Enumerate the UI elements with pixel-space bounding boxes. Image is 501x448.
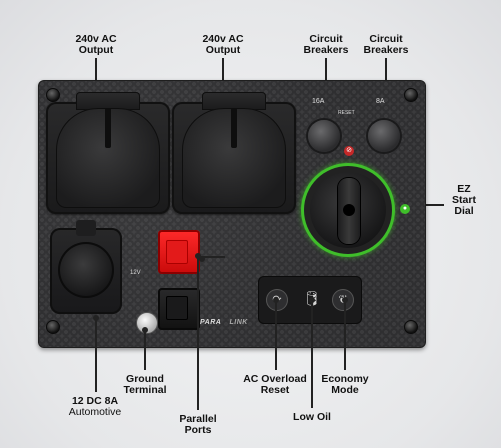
callout-eco-line2: Mode	[331, 384, 359, 396]
callout-oil-line1: Low Oil	[293, 411, 331, 423]
callout-breaker-right-line2: Breakers	[363, 44, 409, 56]
callout-overload-line1: AC Overload	[243, 373, 307, 385]
reset-label: RESET	[338, 110, 355, 116]
screw-top-left	[46, 88, 60, 102]
callout-dc: 12 DC 8A Automotive	[60, 396, 130, 418]
callout-parallel-line2: Ports	[184, 424, 212, 436]
screw-bottom-right	[404, 320, 418, 334]
outlet-latch	[105, 108, 111, 148]
outlet-latch	[231, 108, 237, 148]
callout-overload: AC Overload Reset	[238, 374, 312, 396]
dc-socket-label: 12V	[130, 270, 141, 276]
parallel-port-red[interactable]	[158, 230, 200, 274]
circuit-breaker-16a[interactable]	[308, 120, 340, 152]
dial-hole	[343, 204, 355, 216]
callout-output-left: 240v AC Output	[66, 34, 126, 56]
link-text: LINK	[229, 319, 248, 326]
outlet-hinge	[202, 92, 266, 110]
callout-breaker-left: Circuit Breakers	[298, 34, 354, 56]
leader-parallel	[195, 253, 201, 410]
callout-oil: Low Oil	[288, 412, 336, 423]
generator-control-panel: 16A 8A RESET ⊘ ● 12V PARA LINK ⟳ 🛢 ❦	[38, 80, 426, 348]
circuit-breaker-8a[interactable]	[368, 120, 400, 152]
callout-breaker-right: Circuit Breakers	[358, 34, 414, 56]
ez-start-dial[interactable]	[304, 166, 392, 254]
callout-ground: Ground Terminal	[115, 374, 175, 396]
outlet-hinge	[76, 92, 140, 110]
callout-dial-line2: Start	[452, 194, 476, 206]
dial-knob[interactable]	[310, 172, 386, 248]
callout-eco-line1: Economy	[321, 373, 369, 385]
callout-output-left-line1: 240v AC	[75, 33, 117, 45]
callout-dial: EZ Start Dial	[444, 184, 484, 217]
leader-dc	[93, 315, 99, 392]
leader-oil	[309, 297, 315, 408]
callout-ground-line1: Ground	[126, 373, 164, 385]
callout-eco: Economy Mode	[318, 374, 372, 396]
callout-parallel: Parallel Ports	[170, 414, 226, 436]
dc-cap-tab	[76, 220, 96, 236]
leader-eco	[342, 297, 348, 370]
callout-parallel-line1: Parallel	[179, 413, 217, 425]
dc-socket-cap[interactable]	[58, 242, 114, 298]
callout-overload-line2: Reset	[260, 384, 290, 396]
callout-dial-line1: EZ	[457, 183, 471, 195]
callout-breaker-left-line1: Circuit	[309, 33, 343, 45]
callout-output-right-line1: 240v AC	[202, 33, 244, 45]
callout-ground-line2: Terminal	[123, 384, 167, 396]
dial-run-icon: ●	[400, 204, 410, 214]
screw-top-right	[404, 88, 418, 102]
callout-dc-line1: 12 DC 8A	[71, 395, 119, 407]
leader-overload	[273, 297, 279, 370]
ac-outlet-left[interactable]	[46, 92, 170, 214]
callout-output-left-line2: Output	[78, 44, 114, 56]
callout-breaker-right-line1: Circuit	[369, 33, 403, 45]
breaker-8a-label: 8A	[376, 98, 385, 105]
callout-output-right-line2: Output	[205, 44, 241, 56]
callout-output-right: 240v AC Output	[193, 34, 253, 56]
callout-dial-line3: Dial	[454, 205, 474, 217]
leader-ground	[142, 327, 148, 370]
leader-parallel-top	[199, 256, 225, 262]
para-text: PARA	[200, 319, 222, 326]
ac-outlet-right[interactable]	[172, 92, 296, 214]
dc-12v-socket[interactable]	[50, 220, 122, 314]
parallel-port-black[interactable]	[158, 288, 200, 330]
dial-off-icon: ⊘	[344, 146, 354, 156]
breaker-16a-label: 16A	[312, 98, 325, 105]
ground-terminal[interactable]	[136, 312, 158, 334]
callout-dc-line2: Automotive	[68, 406, 122, 418]
parallel-link-label: PARA LINK	[200, 319, 248, 326]
screw-bottom-left	[46, 320, 60, 334]
callout-breaker-left-line2: Breakers	[303, 44, 349, 56]
